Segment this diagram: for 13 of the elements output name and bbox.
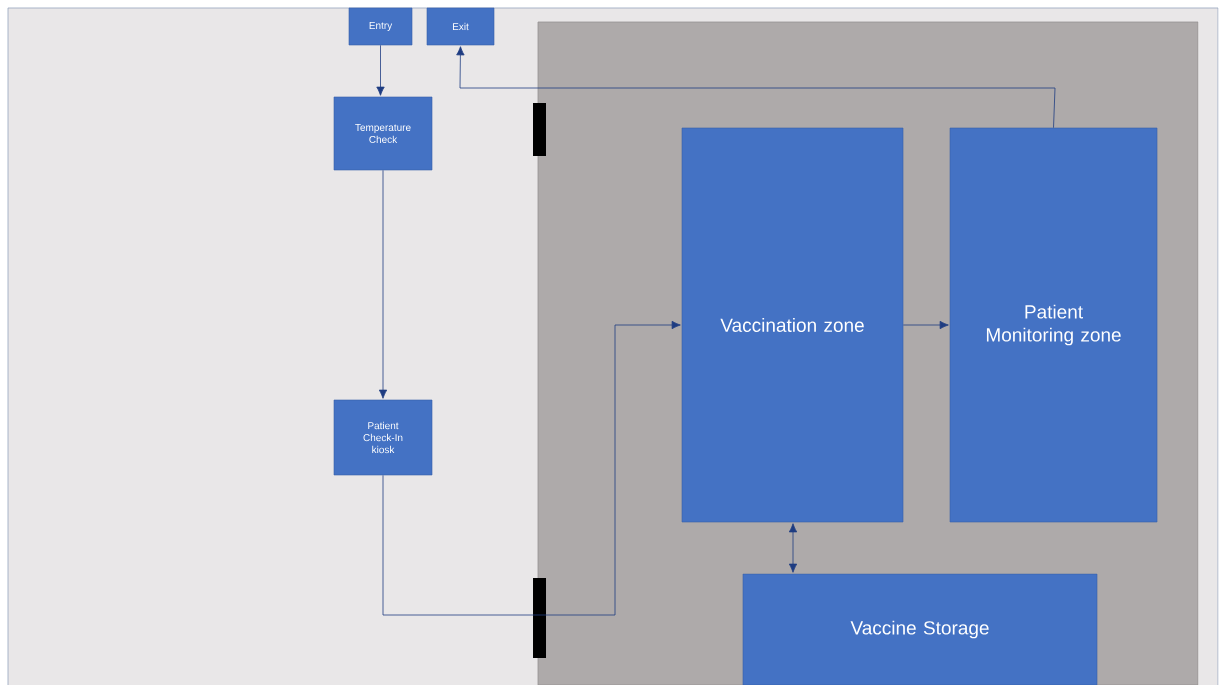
zone-box: Vaccination zone: [681, 127, 904, 523]
zone-box: Patient Monitoring zone: [949, 127, 1158, 523]
arrow: [788, 523, 798, 573]
arrow: [902, 320, 949, 330]
process-box: Entry: [348, 7, 413, 46]
zone-box: Vaccine Storage: [742, 573, 1098, 685]
arrow: [382, 320, 681, 616]
process-box: Temperature Check: [333, 96, 433, 171]
process-box: Patient Check-In kiosk: [333, 399, 433, 476]
arrow: [456, 46, 1056, 129]
arrow: [378, 169, 388, 399]
arrow: [376, 44, 385, 96]
process-box: Exit: [426, 7, 495, 46]
